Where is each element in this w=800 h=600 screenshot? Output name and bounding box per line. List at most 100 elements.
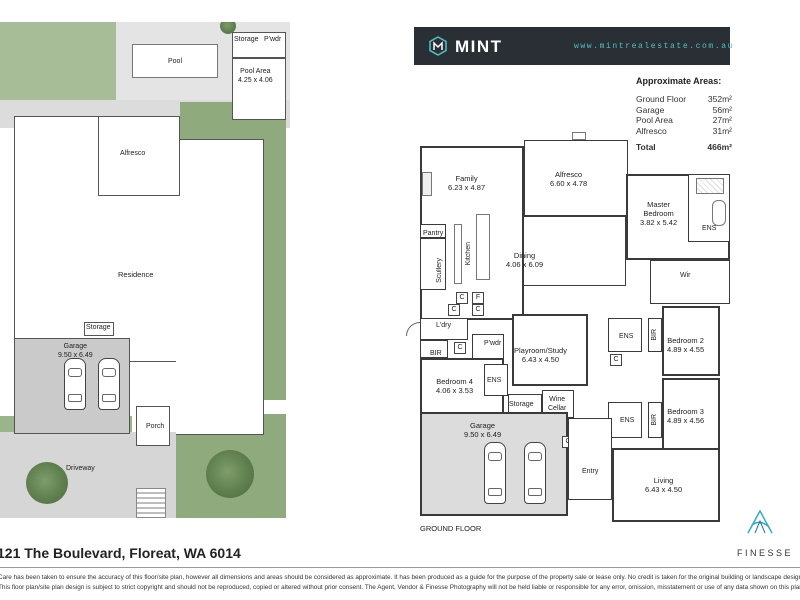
storage-block: [84, 322, 114, 336]
playroom-room: [512, 314, 588, 386]
ens-bed4-room: [484, 364, 508, 396]
bir-room: [420, 340, 448, 358]
dining-room: [524, 216, 626, 286]
ens-bed4-label: ENS: [487, 377, 502, 384]
ens-bed2-label: ENS: [619, 333, 634, 340]
storage-top-label: Storage: [234, 36, 259, 43]
brand-website[interactable]: www.mintrealestate.com.au: [574, 42, 735, 51]
bir-bed3-room: [648, 402, 662, 438]
entry-steps: [136, 488, 166, 518]
mint-logo-icon: [429, 36, 447, 56]
family-hearth: [422, 172, 432, 196]
ground-floor-label: GROUND FLOOR: [420, 524, 482, 533]
floor-plan: C F C C C C C: [400, 128, 750, 538]
pool-area-label: Pool Area 4.25 x 4.06: [238, 68, 273, 84]
pwdr-top-label: P'wdr: [264, 36, 282, 43]
areas-title: Approximate Areas:: [636, 76, 722, 86]
finesse-wordmark: FINESSE: [737, 548, 794, 558]
cupboard-c: C: [448, 304, 460, 316]
entry-room: [568, 418, 612, 500]
laundry-door: [406, 322, 420, 336]
laundry-room: [420, 318, 468, 340]
bedroom3-room: [662, 378, 720, 452]
storage-label: Storage: [86, 324, 111, 331]
alfresco-room: [524, 140, 628, 216]
entry-label: Entry: [582, 468, 599, 475]
lawn-top-left: [0, 22, 116, 100]
bir-bed2-room: [648, 318, 662, 352]
ens-bed3-label: ENS: [620, 417, 635, 424]
bathtub: [712, 200, 726, 226]
scullery-room: [420, 238, 446, 290]
storage-top-block: [232, 32, 286, 58]
pantry-room: [420, 224, 446, 238]
pool-area-block: [232, 58, 286, 120]
tree-icon: [220, 22, 236, 34]
pool-label: Pool: [168, 58, 183, 65]
bir-bed3-label: BIR: [651, 414, 658, 426]
cupboard-f: F: [472, 292, 484, 304]
garage-label: Garage 9.50 x 6.49: [58, 343, 93, 359]
car-icon: [524, 442, 546, 504]
disclaimer-line-1: Care has been taken to ensure the accura…: [0, 574, 800, 581]
site-plan: Storage P'wdr Pool Area 4.25 x 4.06 Pool…: [0, 22, 290, 518]
bir-bed2-label: BIR: [651, 329, 658, 341]
ens-master-label: ENS: [702, 225, 717, 232]
cupboard-c: C: [472, 304, 484, 316]
footer-divider: [0, 567, 800, 568]
wir-room: [650, 260, 730, 304]
bedroom2-room: [662, 306, 720, 376]
tree-icon: [26, 462, 68, 504]
brand-header: [414, 27, 730, 65]
pantry-label: Pantry: [423, 230, 444, 237]
ens-bed2-room: [608, 318, 642, 352]
car-icon: [484, 442, 506, 504]
ldry-label: L'dry: [436, 322, 451, 329]
bir-label: BIR: [430, 350, 442, 357]
porch-label: Porch: [146, 423, 165, 430]
shower: [696, 178, 724, 194]
finesse-logo-icon: [747, 509, 773, 534]
cupboard-c: C: [610, 354, 622, 366]
kitchen-island: [476, 214, 490, 280]
ens-bed3-room: [608, 402, 642, 438]
brand-name: MINT: [455, 37, 503, 56]
porch-block: [136, 406, 170, 446]
scullery-label: Scullery: [436, 258, 443, 283]
pool-shape: [132, 44, 218, 78]
car-icon: [98, 358, 120, 410]
kitchen-label: Kitchen: [465, 242, 472, 266]
residence-label: Residence: [118, 270, 154, 279]
driveway-label: Driveway: [66, 465, 95, 472]
property-address: 121 The Boulevard, Floreat, WA 6014: [0, 545, 241, 561]
tree-icon: [206, 450, 254, 498]
pwdr-label: P'wdr: [484, 340, 502, 347]
residence-footprint-right: [176, 139, 264, 435]
cupboard-c: C: [454, 342, 466, 354]
storage-label: Storage: [509, 401, 534, 408]
alfresco-block: [98, 116, 180, 196]
disclaimer-line-2: This floor plan/site plan design is subj…: [0, 584, 800, 591]
cupboard-c: C: [456, 292, 468, 304]
wir-label: Wir: [680, 272, 691, 279]
car-icon: [64, 358, 86, 410]
alfresco-bbq: [572, 132, 586, 140]
alfresco-label: Alfresco: [120, 150, 146, 157]
